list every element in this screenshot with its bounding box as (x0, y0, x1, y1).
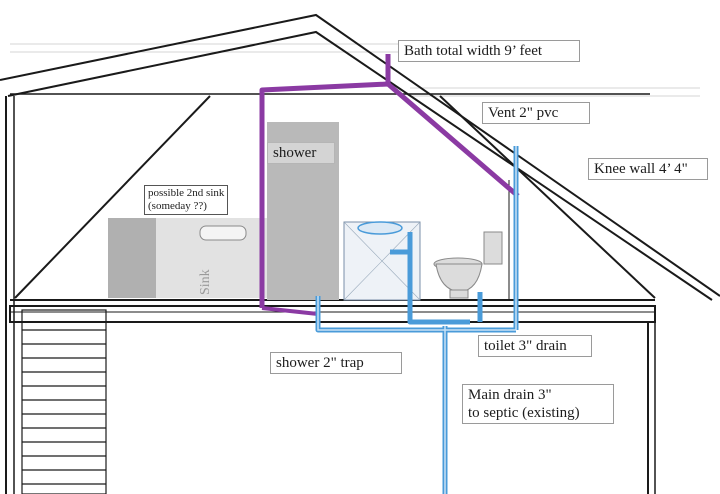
vent-pipe (259, 81, 520, 308)
guide-lines (10, 43, 700, 97)
drain-pipes (315, 146, 519, 494)
vanity-sink-bowl (199, 225, 247, 241)
floor-joist (9, 305, 656, 323)
shower-trap-label: shower 2" trap (270, 352, 402, 374)
drain-pipes-inner (317, 146, 517, 494)
knee-wall-label: Knee wall 4’ 4" (588, 158, 708, 180)
second-sink-cabinet (108, 218, 156, 298)
toilet (433, 231, 503, 299)
toilet-drain-label: toilet 3" drain (478, 335, 592, 357)
shower-label: shower (267, 142, 335, 164)
second-sink-label: possible 2nd sink (someday ??) (144, 185, 229, 216)
sink-basin (357, 221, 403, 235)
vent-to-floor (261, 306, 319, 316)
sink-label: Sink (198, 269, 213, 295)
bath-width-label: Bath total width 9’ feet (398, 40, 580, 62)
vent-label: Vent 2" pvc (482, 102, 590, 124)
inner-roof (7, 30, 713, 301)
main-drain-label: Main drain 3" to septic (existing) (462, 384, 614, 424)
staircase (21, 309, 107, 494)
truss-right (439, 95, 656, 299)
outer-roof (0, 13, 720, 297)
truss-left (14, 95, 211, 299)
